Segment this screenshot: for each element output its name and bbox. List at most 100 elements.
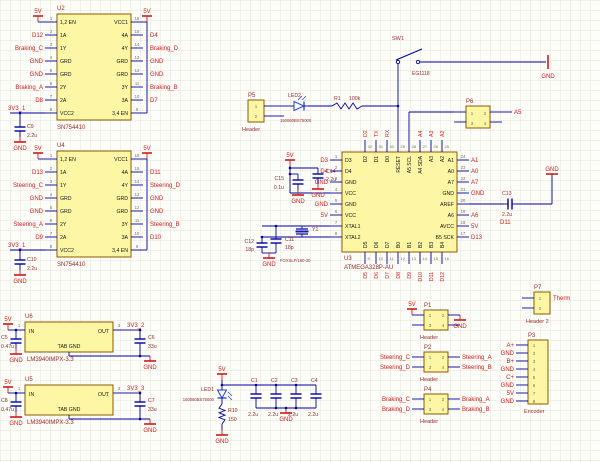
- svg-text:2.2u: 2.2u: [248, 412, 258, 418]
- svg-text:1: 1: [50, 16, 53, 21]
- svg-text:Steering_A: Steering_A: [13, 222, 43, 228]
- svg-text:D7: D7: [150, 98, 158, 104]
- svg-text:U6: U6: [25, 314, 33, 320]
- svg-text:1: 1: [429, 397, 432, 402]
- svg-text:D5: D5: [363, 241, 369, 248]
- svg-text:3V3_3: 3V3_3: [127, 386, 145, 392]
- svg-text:TX: TX: [374, 130, 380, 137]
- svg-text:4: 4: [442, 365, 445, 370]
- svg-text:GRD: GRD: [116, 72, 128, 78]
- svg-text:XTAL1: XTAL1: [345, 224, 361, 230]
- svg-text:SW1: SW1: [392, 36, 404, 42]
- svg-text:5V: 5V: [286, 153, 293, 159]
- svg-text:2.2u: 2.2u: [268, 412, 278, 418]
- gnd-flag: GND: [13, 270, 27, 285]
- svg-text:1: 1: [429, 313, 432, 318]
- svg-text:B4: B4: [440, 242, 446, 248]
- svg-text:GND: GND: [13, 146, 27, 152]
- capacitor-c2[interactable]: C22.2u: [268, 378, 282, 418]
- svg-text:150: 150: [228, 417, 237, 423]
- svg-text:U2: U2: [57, 6, 65, 12]
- svg-text:Braking_A: Braking_A: [462, 397, 490, 403]
- svg-text:GRD: GRD: [60, 196, 72, 202]
- svg-text:C8: C8: [1, 398, 8, 404]
- svg-text:B3: B3: [429, 242, 435, 248]
- svg-text:Encoder: Encoder: [524, 409, 545, 415]
- svg-text:4: 4: [50, 192, 53, 197]
- svg-text:GND: GND: [262, 262, 276, 268]
- capacitor-c1[interactable]: C12.2u: [248, 378, 262, 418]
- svg-text:C+: C+: [506, 375, 514, 381]
- svg-text:31: 31: [379, 144, 384, 149]
- svg-text:3Y: 3Y: [122, 85, 129, 91]
- svg-text:2: 2: [50, 29, 53, 34]
- svg-text:GND: GND: [30, 196, 44, 202]
- svg-text:Therm: Therm: [553, 296, 570, 302]
- capacitor-c4[interactable]: C42.2u: [308, 378, 322, 418]
- svg-text:7: 7: [50, 94, 53, 99]
- capacitor-c3[interactable]: C32.2u: [288, 378, 302, 418]
- svg-text:7: 7: [335, 220, 338, 225]
- svg-text:2: 2: [50, 166, 53, 171]
- svg-text:VCC1: VCC1: [114, 157, 128, 163]
- svg-text:9: 9: [136, 244, 139, 249]
- svg-text:D8: D8: [35, 98, 43, 104]
- svg-text:29: 29: [401, 144, 406, 149]
- svg-text:Steering_C: Steering_C: [380, 355, 411, 361]
- svg-text:FOXSLF/160-20: FOXSLF/160-20: [280, 258, 311, 263]
- svg-text:2: 2: [442, 313, 445, 318]
- capacitor-c9[interactable]: C92.2u: [14, 121, 38, 139]
- svg-text:B0: B0: [396, 242, 402, 248]
- svg-text:2: 2: [255, 114, 258, 119]
- svg-text:2.2u: 2.2u: [27, 133, 37, 139]
- svg-text:20: 20: [461, 198, 466, 203]
- svg-text:A7: A7: [448, 180, 454, 186]
- svg-text:7: 7: [533, 391, 536, 396]
- svg-text:3: 3: [118, 386, 121, 391]
- svg-text:C14: C14: [326, 169, 336, 175]
- svg-text:2: 2: [484, 111, 487, 116]
- wires: [8, 21, 553, 430]
- svg-text:A4: A4: [418, 131, 424, 137]
- gnd-flag: GND: [13, 137, 27, 152]
- capacitor-c8[interactable]: C80.47u: [1, 396, 22, 413]
- svg-text:33u: 33u: [148, 344, 157, 350]
- svg-text:4: 4: [335, 187, 338, 192]
- svg-text:GND: GND: [471, 191, 485, 197]
- svg-text:13: 13: [135, 55, 140, 60]
- svg-text:11: 11: [135, 218, 140, 223]
- svg-text:GND: GND: [545, 167, 559, 173]
- svg-text:C12: C12: [244, 239, 254, 245]
- svg-text:100k: 100k: [349, 96, 361, 102]
- capacitor-c5[interactable]: C50.47u: [1, 333, 22, 350]
- svg-text:D9: D9: [35, 235, 43, 241]
- svg-text:1: 1: [335, 154, 338, 159]
